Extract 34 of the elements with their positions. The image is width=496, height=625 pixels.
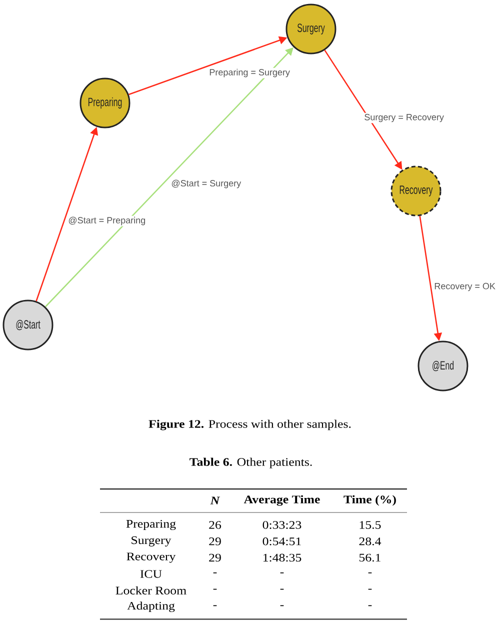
column-header: N xyxy=(210,496,220,504)
row-header: Adapting xyxy=(127,602,175,612)
table-value: - xyxy=(213,572,217,574)
edge-label: Preparing = Surgery xyxy=(208,68,291,78)
column-header: Average Time xyxy=(244,495,320,506)
row-header: ICU xyxy=(140,570,162,578)
table-value: 0:54:51 xyxy=(262,538,301,546)
table-value: - xyxy=(213,605,217,606)
table-value: 26 xyxy=(209,521,222,529)
table-value: 56.1 xyxy=(359,554,380,562)
table-value: - xyxy=(368,572,372,574)
row-header: Recovery xyxy=(126,552,176,563)
table-value: 1:48:35 xyxy=(263,554,302,562)
table-value: - xyxy=(280,588,284,590)
edge-label: @Start = Surgery xyxy=(170,178,242,190)
figure-caption: Figure 12. Process with other samples. xyxy=(148,420,351,430)
table-value: 15.5 xyxy=(360,521,381,529)
table-caption: Table 6. Other patients. xyxy=(190,458,312,468)
table-value: - xyxy=(280,572,284,574)
row-header: Surgery xyxy=(132,536,172,546)
edge-label: Recovery = OK xyxy=(433,282,496,292)
table-value: 28.4 xyxy=(359,538,382,546)
table-value: - xyxy=(280,605,284,606)
row-header: Locker Room xyxy=(116,586,186,594)
column-header: Time (%) xyxy=(344,495,396,506)
table-value: 0:33:23 xyxy=(262,521,302,529)
edge-label: @Start = Preparing xyxy=(67,216,147,226)
table-value: - xyxy=(368,605,372,606)
table-value: - xyxy=(368,588,372,590)
table-value: 29 xyxy=(209,554,221,562)
row-header: Preparing xyxy=(126,520,176,530)
edge-label: Surgery = Recovery xyxy=(363,112,445,124)
table-value: 29 xyxy=(209,538,221,546)
table-value: - xyxy=(213,588,217,590)
